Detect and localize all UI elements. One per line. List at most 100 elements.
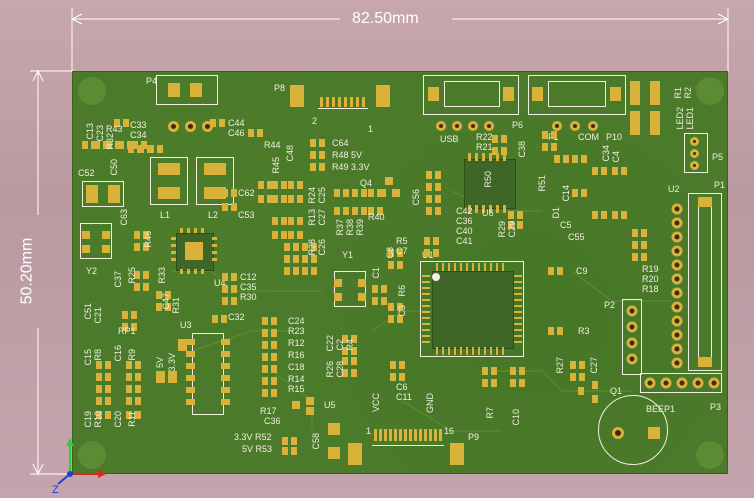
p8-pin-1-label: 1 (368, 124, 374, 134)
y2-pad (102, 231, 110, 239)
p10-label: P10 (606, 132, 623, 142)
c50-outline (82, 181, 124, 207)
smd-pad (570, 361, 576, 369)
smd-pad (272, 231, 278, 239)
r21-label: R21 (476, 142, 493, 152)
smd-pad (310, 151, 316, 159)
led-pad (630, 81, 640, 105)
r26-label: R26 (325, 361, 335, 378)
smd-pad (96, 361, 102, 369)
y2-label: Y2 (86, 266, 98, 276)
smd-pad (126, 397, 132, 405)
smd-pad (82, 141, 88, 149)
c32-label: C32 (228, 312, 245, 322)
r6-label: R6 (397, 285, 407, 297)
3v3-label: 3.3V (167, 353, 177, 372)
p9-pin-1-label: 1 (366, 426, 372, 436)
r33-label: R33 (157, 267, 167, 284)
width-dimension-label: 82.50mm (352, 10, 419, 27)
smd-pad (135, 361, 141, 369)
y1-pad (334, 279, 342, 287)
smd-pad (281, 217, 287, 225)
smd-pad (557, 327, 563, 335)
pcb-board[interactable]: P4 P8 2 1 USB P6 F1 COM P10 R1 R2 LED1 L… (72, 71, 728, 474)
smd-pad (621, 167, 627, 175)
u2-label: U2 (668, 184, 680, 194)
c26-label: C26 (317, 239, 327, 256)
smd-pad (134, 243, 140, 251)
smd-pad (126, 361, 132, 369)
smd-pad (351, 369, 357, 377)
c20-label: C20 (113, 411, 123, 428)
r32-label: R32 (105, 133, 115, 150)
smd-pad (271, 389, 277, 397)
y1-outline (334, 271, 366, 307)
smd-pad (148, 145, 154, 153)
r46-label: R46 (143, 231, 153, 248)
smd-pad (548, 327, 554, 335)
smd-pad (165, 303, 171, 311)
r40-label: R40 (368, 212, 385, 222)
p8-pad (290, 85, 304, 107)
q1-pad (592, 381, 598, 389)
r20-label: R20 (642, 274, 659, 284)
smd-pad (231, 203, 237, 211)
smd-pad (221, 315, 227, 323)
smd-pad (388, 315, 394, 323)
smd-pad (222, 203, 228, 211)
r45-label: R45 (271, 157, 281, 174)
smd-pad (343, 189, 349, 197)
p3-pin-row (644, 377, 720, 389)
smd-pad (397, 249, 403, 257)
smd-pad (554, 155, 560, 163)
mount-hole-tl (78, 77, 106, 105)
c47-label: C47 (161, 293, 171, 310)
led-pad (650, 81, 660, 105)
r37-label: R37 (335, 219, 345, 236)
c11-label: C11 (396, 392, 412, 402)
smd-pad (319, 163, 325, 171)
c5-label: C5 (560, 220, 572, 230)
l2-outline (196, 157, 234, 205)
smd-pad (105, 411, 111, 419)
c56-label: C56 (411, 189, 421, 206)
y1-pad (358, 279, 366, 287)
r22-label: R22 (476, 132, 493, 142)
usb-through-hole (452, 121, 462, 131)
c14-label: C14 (561, 185, 571, 202)
smd-pad (399, 373, 405, 381)
c13-label: C13 (85, 123, 95, 140)
c23-label: C23 (95, 125, 105, 142)
y2-pad (102, 245, 110, 253)
smd-pad (105, 361, 111, 369)
c44-label: C44 (228, 118, 245, 128)
gnd-label: GND (425, 393, 435, 413)
usb-label: USB (440, 134, 459, 144)
u1-chip (432, 271, 514, 349)
c28-label: C28 (335, 361, 345, 378)
c58-pad (328, 423, 340, 435)
smd-pad (601, 211, 607, 219)
smd-pad (231, 285, 237, 293)
smd-pad (612, 167, 618, 175)
u6-label: U6 (482, 208, 494, 218)
r14-label: R14 (288, 374, 305, 384)
smd-pad (542, 131, 548, 139)
smd-pad (262, 365, 268, 373)
smd-pad (572, 155, 578, 163)
p8-pin-row (320, 97, 365, 107)
smd-pad (426, 207, 432, 215)
q4-pad (392, 189, 400, 197)
5v-label: 5V (155, 357, 165, 369)
led2-label: LED2 (675, 107, 685, 130)
smd-pad (138, 145, 144, 153)
l1-pad (158, 187, 180, 199)
p6-label: P6 (512, 120, 524, 130)
smd-pad (426, 183, 432, 191)
c62-label: C62 (238, 188, 255, 198)
r1-label: R1 (673, 87, 683, 99)
u3-label: U3 (180, 320, 192, 330)
smd-pad (311, 255, 317, 263)
smd-pad (281, 231, 287, 239)
r51-label: R51 (537, 175, 547, 192)
